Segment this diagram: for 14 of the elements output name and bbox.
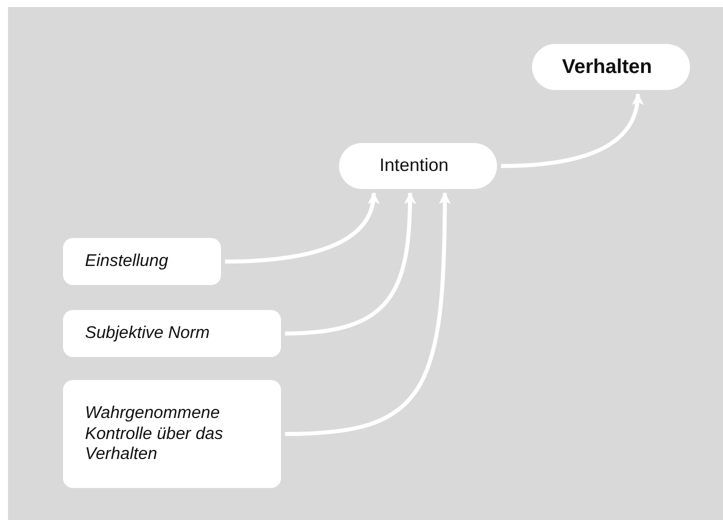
node-label: Einstellung <box>85 251 168 272</box>
outcome-pill <box>532 44 690 90</box>
arrow <box>224 192 380 264</box>
factor-box <box>63 238 221 285</box>
node-label: Intention <box>379 155 449 177</box>
arrow <box>284 192 451 436</box>
node-label: Wahrgenommene Kontrolle über das Verhalten <box>85 403 224 465</box>
arrow <box>500 93 644 168</box>
factor-box <box>63 310 281 357</box>
node-label: Verhalten <box>562 55 652 79</box>
node-label: Subjektive Norm <box>85 323 210 344</box>
arrow <box>284 192 416 336</box>
factor-box <box>63 380 281 488</box>
intention-pill <box>339 143 497 189</box>
